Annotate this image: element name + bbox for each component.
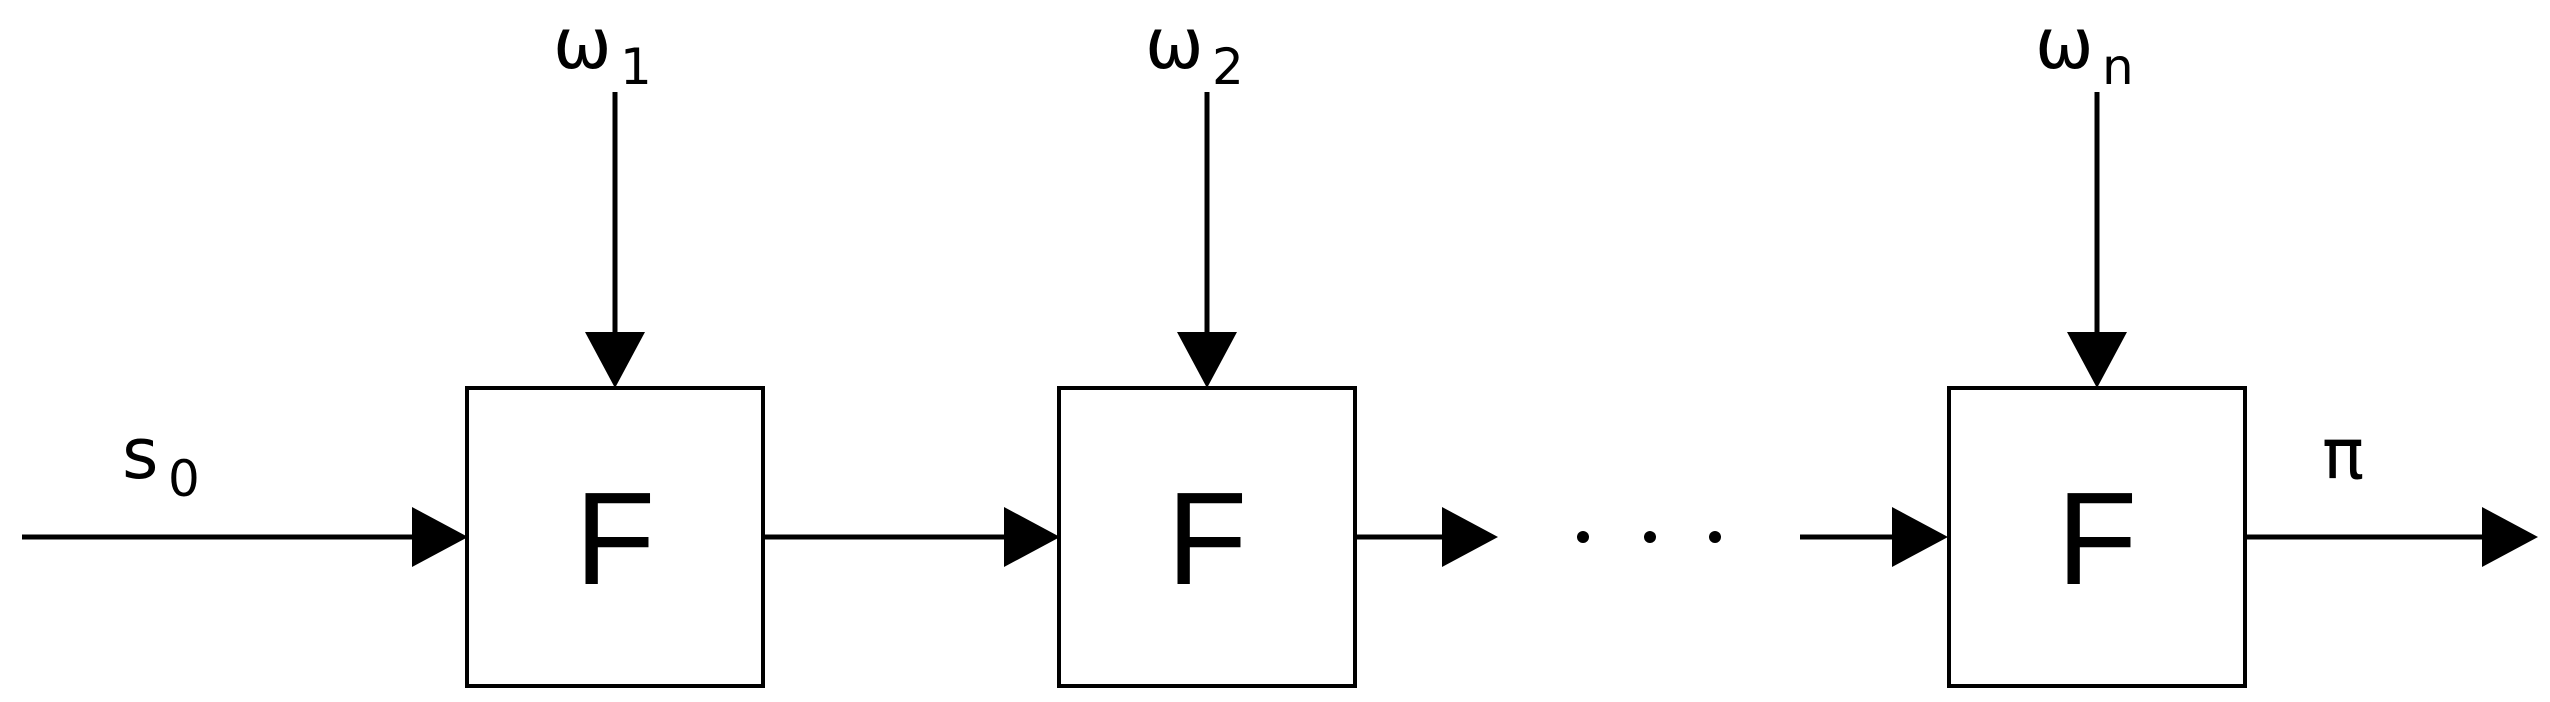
block-f-n-label: F [2057, 465, 2138, 612]
block-f-n-frame [1947, 386, 2247, 688]
ellipsis-to-block-n-arrow [1800, 507, 1948, 567]
block-f-1-frame [465, 386, 765, 688]
output-label: π [2322, 413, 2364, 495]
ellipsis [1577, 531, 1721, 543]
block-f-1: F [465, 386, 765, 688]
initial-state-symbol: s [122, 413, 158, 495]
omega-1-arrow [585, 92, 645, 388]
initial-state-arrow [22, 507, 468, 567]
output-arrow [2247, 507, 2538, 567]
omega-2-symbol: ω [1145, 3, 1204, 85]
ellipsis-dot [1577, 531, 1589, 543]
omega-n-subscript: n [2102, 38, 2134, 96]
omega-n-arrow [2067, 92, 2127, 388]
omega-n-symbol: ω [2035, 3, 2094, 85]
block-f-2-frame [1057, 386, 1357, 688]
block-1-to-2-arrow [765, 507, 1060, 567]
omega-2-arrow [1177, 92, 1237, 388]
initial-state-subscript: 0 [168, 450, 200, 508]
block-f-2-label: F [1167, 465, 1248, 612]
block-f-1-label: F [575, 465, 656, 612]
omega-2-subscript: 2 [1212, 38, 1244, 96]
block-f-2: F [1057, 386, 1357, 688]
initial-state-label: s 0 [122, 413, 200, 508]
omega-1-symbol: ω [553, 3, 612, 85]
ellipsis-dot [1709, 531, 1721, 543]
omega-1-label: ω 1 [553, 3, 652, 96]
block-2-to-ellipsis-arrow [1357, 507, 1498, 567]
omega-n-label: ω n [2035, 3, 2134, 96]
block-f-n: F [1947, 386, 2247, 688]
ellipsis-dot [1644, 531, 1656, 543]
omega-1-subscript: 1 [620, 38, 652, 96]
omega-2-label: ω 2 [1145, 3, 1244, 96]
